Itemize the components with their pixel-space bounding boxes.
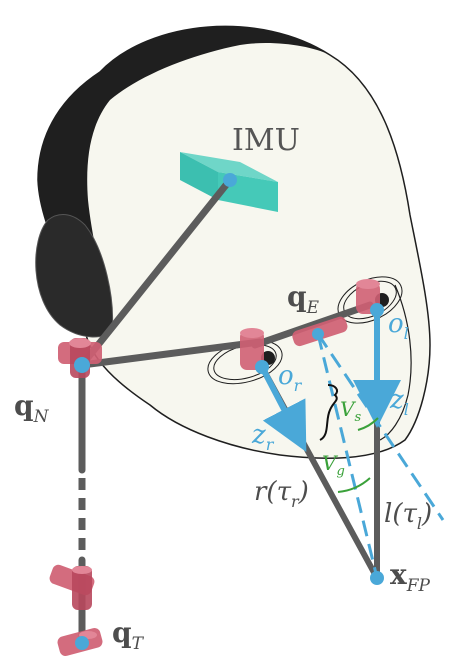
label-q-t: qT xyxy=(112,616,145,654)
bone-neck-eye xyxy=(78,338,264,369)
angles xyxy=(319,384,379,493)
bone-neck-imu xyxy=(78,176,234,369)
head xyxy=(35,25,431,459)
gaze-dashed-line xyxy=(316,333,379,579)
point-eye-right xyxy=(255,360,269,374)
joint-torso-upper xyxy=(49,564,95,610)
gaze-vectors xyxy=(259,310,445,579)
sagittal-dashed-line xyxy=(316,333,445,521)
label-v-s: Vs xyxy=(340,397,361,425)
face-contour xyxy=(379,284,412,441)
brace xyxy=(319,384,338,441)
point-neck xyxy=(74,357,90,373)
label-o-r: or xyxy=(278,361,303,395)
point-eyes-center xyxy=(312,328,324,340)
label-z-l: zl xyxy=(389,385,409,419)
label-o-l: ol xyxy=(388,309,409,343)
point-imu xyxy=(223,173,237,187)
bone-eye-baseline xyxy=(251,301,374,349)
label-v-g: Vg xyxy=(322,451,345,479)
joint-eye-right xyxy=(240,328,264,370)
label-z-r: zr xyxy=(251,420,275,454)
point-eye-left xyxy=(370,303,384,317)
z-r-arrow xyxy=(259,365,307,452)
points xyxy=(74,173,384,650)
label-r-tau: r(τr) xyxy=(254,477,309,511)
label-l-tau: l(τl) xyxy=(384,499,432,533)
point-torso xyxy=(75,636,89,650)
labels: IMU qE qN qT ol or zl zr Vs Vg r(τr) l(τ… xyxy=(14,123,432,654)
label-imu: IMU xyxy=(232,123,300,158)
label-x-fp: xFP xyxy=(390,558,430,596)
label-q-e: qE xyxy=(287,280,320,318)
label-q-n: qN xyxy=(14,389,50,427)
v-g-arc xyxy=(337,477,371,493)
v-s-arc xyxy=(357,417,379,431)
point-fixation xyxy=(370,571,384,585)
